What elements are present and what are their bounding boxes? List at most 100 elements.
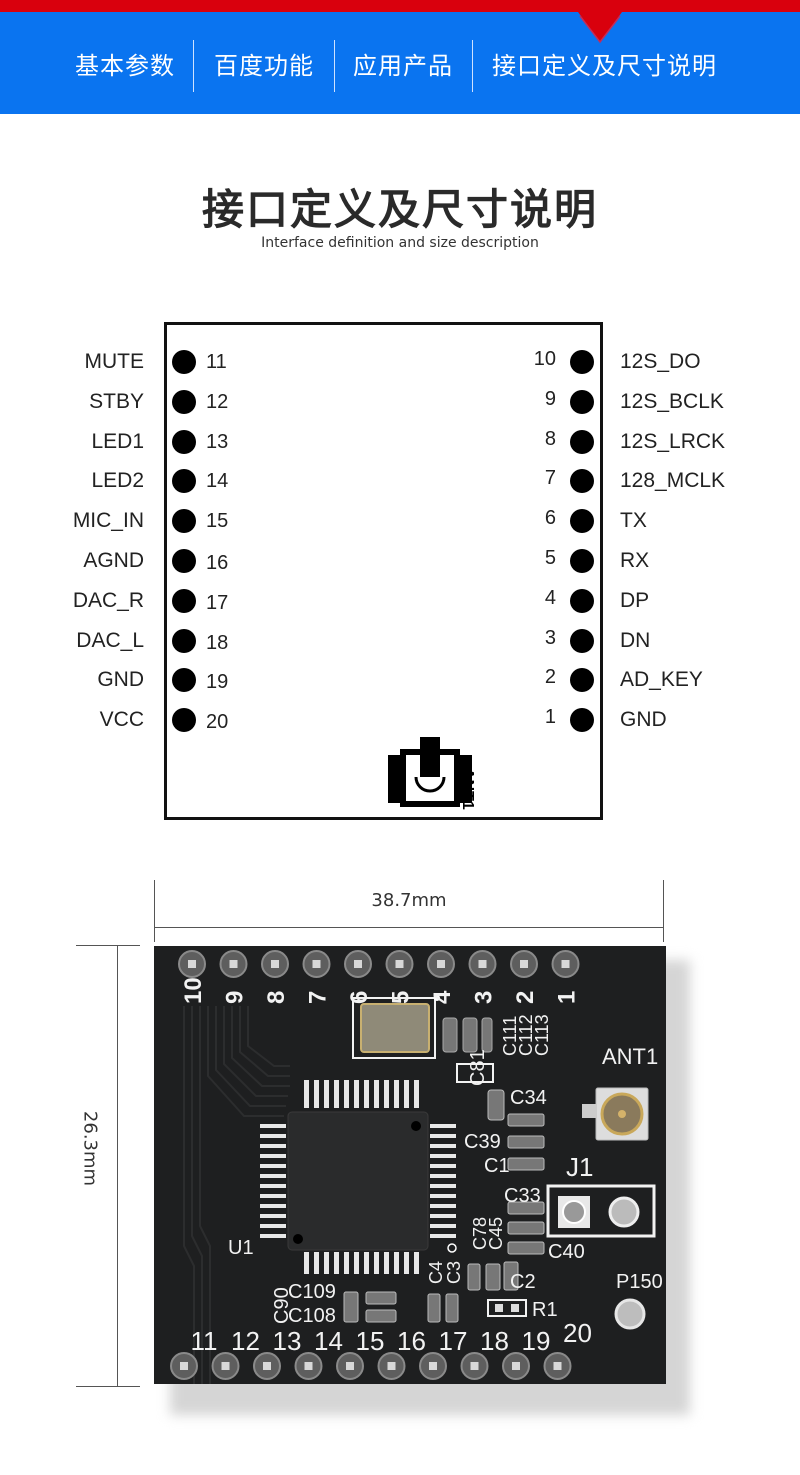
pin-dot-6: [570, 509, 594, 534]
tab-baidu-functions[interactable]: 百度功能: [214, 52, 314, 80]
ant1-ufl-connector: [582, 1087, 649, 1141]
pin-name-13: LED1: [91, 429, 144, 453]
silk-c112: C112: [516, 1014, 536, 1056]
silk-j1: J1: [566, 1152, 593, 1182]
ic-pins: [260, 1080, 456, 1274]
silk-c2: C2: [510, 1271, 536, 1293]
nav-divider: [334, 40, 335, 92]
pin-name-19: GND: [97, 668, 144, 692]
capacitor-group: [442, 1017, 493, 1053]
silk-c33: C33: [504, 1185, 541, 1207]
pin-name-5: RX: [620, 549, 650, 572]
silk-c111: C111: [500, 1016, 520, 1056]
pin-dot-1: [570, 708, 594, 733]
silk-bottom-pin-label: 20: [563, 1318, 592, 1348]
silk-top-pin-label: 9: [222, 991, 249, 1004]
pin-dot-14: [172, 469, 196, 494]
pin-name-18: DAC_L: [76, 628, 144, 652]
silk-bottom-pin-label: 19: [522, 1326, 551, 1356]
width-dimension-label: 38.7mm: [371, 890, 447, 911]
pin-dot-15: [172, 509, 196, 534]
pin-number-10: 10: [533, 348, 556, 370]
silk-c34: C34: [510, 1087, 547, 1109]
pcb-traces: [183, 1006, 290, 1384]
silk-bottom-pin-label: 12: [231, 1326, 260, 1356]
silk-r1: R1: [532, 1299, 558, 1321]
silk-p150: P150: [616, 1271, 663, 1293]
r1-outline: [487, 1299, 527, 1317]
pin-number-9: 9: [544, 387, 556, 410]
pin-number-5: 5: [544, 547, 556, 569]
pin-dot-11: [172, 350, 196, 374]
module-outline: [164, 322, 603, 820]
silk-top-pin-label: 6: [346, 991, 373, 1004]
silk-c113: C113: [532, 1014, 552, 1056]
page-subtitle: Interface definition and size descriptio…: [261, 235, 539, 251]
pin-name-1: GND: [620, 708, 667, 732]
silk-bottom-pin-label: 14: [314, 1326, 343, 1356]
pin-name-3: DN: [620, 628, 651, 652]
pin-number-13: 13: [206, 430, 229, 453]
nav-divider: [193, 40, 194, 92]
pin-number-4: 4: [544, 586, 556, 609]
pin-dot-18: [172, 628, 196, 653]
dimension-tick: [663, 880, 664, 942]
silk-c78: C78: [470, 1217, 490, 1250]
bottom-pin-pads: [170, 1352, 572, 1380]
silk-c40: C40: [548, 1241, 585, 1263]
pin-number-11: 11: [206, 351, 227, 373]
silk-bottom-pin-label: 18: [480, 1326, 509, 1356]
width-dimension-line: [154, 927, 664, 928]
silk-ant1: ANT1: [602, 1044, 658, 1069]
page-title: 接口定义及尺寸说明: [201, 185, 598, 234]
pin-dot-17: [172, 588, 196, 613]
nav-divider: [472, 40, 473, 92]
height-dimension-label: 26.3mm: [79, 1110, 101, 1187]
pin-number-16: 16: [206, 552, 229, 574]
silk-top-pin-label: 5: [388, 991, 415, 1004]
silk-c81: C81: [467, 1049, 489, 1086]
pin-name-16: AGND: [83, 549, 144, 572]
active-tab-indicator-icon: [578, 12, 622, 44]
pin-number-2: 2: [544, 666, 556, 689]
pin-name-12: STBY: [89, 389, 144, 413]
pin-dot-12: [172, 389, 196, 414]
pin-number-1: 1: [544, 706, 556, 729]
pin-name-7: 128_MCLK: [620, 469, 726, 493]
pin-name-10: 12S_DO: [620, 350, 701, 373]
tab-basic-params[interactable]: 基本参数: [75, 52, 175, 80]
silk-bottom-pin-label: 11: [191, 1326, 218, 1356]
silk-c108: C108: [288, 1305, 336, 1327]
pin-number-15: 15: [206, 510, 229, 533]
dimension-tick: [76, 1386, 140, 1387]
antenna-label: ANT1: [459, 768, 476, 810]
silk-c39: C39: [464, 1131, 501, 1153]
silk-top-pin-label: 7: [305, 991, 332, 1004]
main-ic: [287, 1111, 429, 1251]
top-pin-pads: [178, 950, 580, 978]
pin-name-11: MUTE: [84, 350, 145, 373]
silk-bottom-pin-label: 16: [397, 1326, 426, 1356]
tab-applications[interactable]: 应用产品: [353, 52, 453, 80]
tab-interface-definition[interactable]: 接口定义及尺寸说明: [492, 52, 717, 80]
pin-name-20: VCC: [99, 708, 144, 732]
pin-dot-8: [570, 429, 594, 454]
pin-number-17: 17: [206, 591, 229, 614]
nav-tabs: 基本参数 百度功能 应用产品 接口定义及尺寸说明: [0, 38, 800, 94]
pin-number-19: 19: [206, 671, 229, 694]
pin-name-9: 12S_BCLK: [620, 389, 724, 413]
pin-number-20: 20: [206, 711, 229, 734]
silk-c3: C3: [444, 1261, 464, 1284]
pin-name-15: MIC_IN: [72, 509, 144, 533]
silk-top-pin-label: 2: [512, 991, 539, 1004]
silk-c1: C1: [484, 1155, 510, 1177]
silk-top-pin-label: 3: [471, 991, 498, 1004]
silk-c4: C4: [426, 1261, 446, 1284]
pin-dot-19: [172, 668, 196, 693]
dimension-tick: [154, 880, 155, 942]
pin-name-4: DP: [620, 588, 650, 612]
pin-name-6: TX: [620, 509, 647, 533]
silk-u1: U1: [228, 1237, 254, 1259]
pin-dot-10: [570, 350, 594, 374]
